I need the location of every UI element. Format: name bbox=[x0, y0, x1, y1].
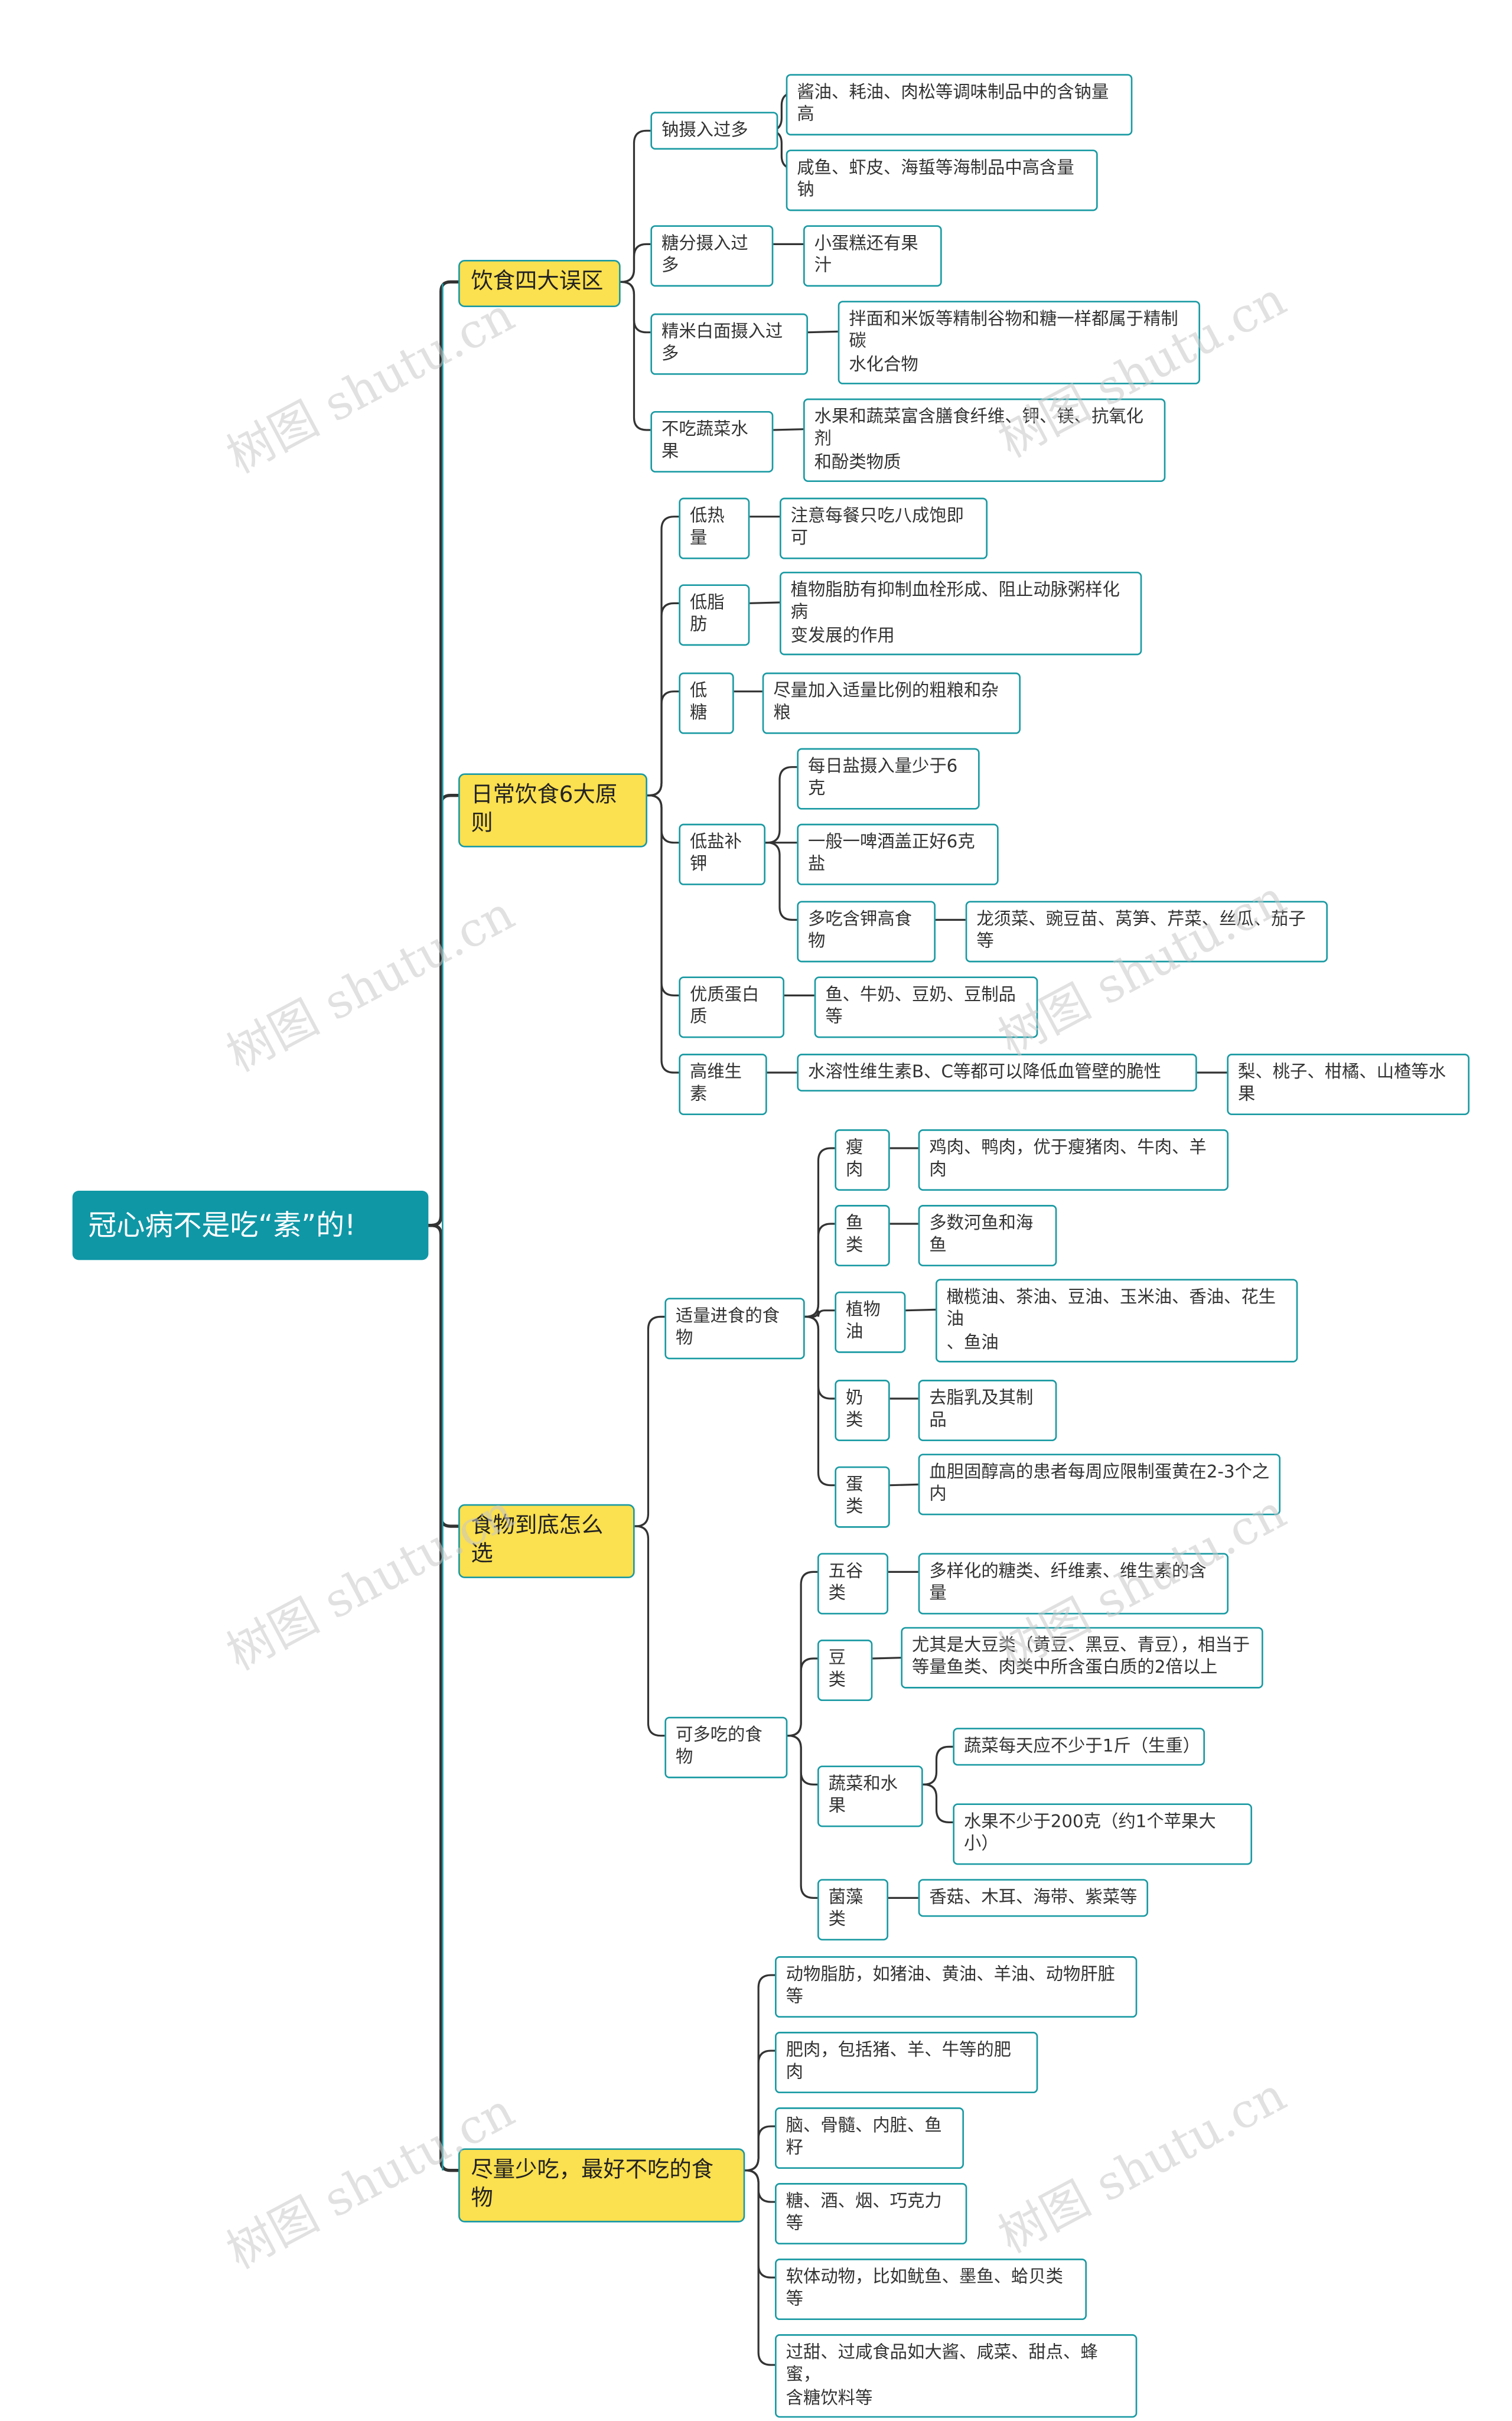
subtopic-b2c[interactable]: 低糖 bbox=[679, 672, 734, 734]
connector-b3b bbox=[634, 1525, 665, 1737]
connector-b1a bbox=[620, 129, 651, 283]
subtopic-b1a[interactable]: 钠摄入过多 bbox=[650, 112, 778, 151]
connector-b3a51 bbox=[889, 1483, 918, 1487]
subtopic-b2e[interactable]: 优质蛋白质 bbox=[679, 976, 785, 1038]
connector-b2a bbox=[647, 516, 679, 797]
connector-b2d bbox=[647, 794, 679, 844]
subtopic-b3a3[interactable]: 植物油 bbox=[835, 1291, 906, 1353]
subtopic-b3a4[interactable]: 奶类 bbox=[835, 1380, 890, 1441]
subtopic-b3b31[interactable]: 蔬菜每天应不少于1斤（生重） bbox=[953, 1728, 1205, 1767]
subtopic-b2e1[interactable]: 鱼、牛奶、豆奶、豆制品等 bbox=[814, 976, 1038, 1038]
subtopic-b3b2[interactable]: 豆类 bbox=[817, 1640, 873, 1700]
subtopic-b2f[interactable]: 高维生素 bbox=[679, 1054, 767, 1115]
subtopic-b2b[interactable]: 低脂肪 bbox=[679, 584, 750, 646]
subtopic-b2a1[interactable]: 注意每餐只吃八成饱即可 bbox=[780, 497, 988, 559]
subtopic-b4f[interactable]: 过甜、过咸食品如大酱、咸菜、甜点、蜂蜜， 含糖饮料等 bbox=[775, 2334, 1138, 2418]
subtopic-b3b32[interactable]: 水果不少于200克（约1个苹果大小） bbox=[953, 1803, 1253, 1865]
subtopic-b3a41[interactable]: 去脂乳及其制品 bbox=[918, 1380, 1057, 1441]
subtopic-b2a[interactable]: 低热量 bbox=[679, 497, 750, 559]
connector-b1c1 bbox=[807, 330, 838, 334]
subtopic-b4a[interactable]: 动物脂肪，如猪油、黄油、羊油、动物肝脏等 bbox=[775, 1956, 1138, 2017]
subtopic-b1b[interactable]: 糖分摄入过多 bbox=[650, 225, 774, 286]
branch-topic-b4[interactable]: 尽量少吃，最好不吃的食物 bbox=[458, 2148, 745, 2223]
subtopic-b3b41[interactable]: 香菇、木耳、海带、紫菜等 bbox=[918, 1879, 1149, 1918]
subtopic-b2f1[interactable]: 水溶性维生素B、C等都可以降低血管壁的脆性 bbox=[797, 1054, 1197, 1092]
subtopic-b2b1[interactable]: 植物脂肪有抑制血栓形成、阻止动脉粥样化病 变发展的作用 bbox=[780, 572, 1142, 656]
connector-b3a2 bbox=[804, 1223, 835, 1318]
subtopic-b4c[interactable]: 脑、骨髓、内脏、鱼籽 bbox=[775, 2107, 964, 2168]
connector-b3a1 bbox=[804, 1147, 835, 1318]
connector-b4c bbox=[745, 2125, 775, 2172]
connector-b2d3 bbox=[765, 842, 797, 921]
branch-topic-b3[interactable]: 食物到底怎么选 bbox=[458, 1504, 635, 1579]
subtopic-b2d[interactable]: 低盐补钾 bbox=[679, 823, 766, 885]
subtopic-b2d3[interactable]: 多吃含钾高食物 bbox=[797, 901, 936, 962]
subtopic-b4e[interactable]: 软体动物，比如鱿鱼、墨鱼、蛤贝类等 bbox=[775, 2259, 1087, 2319]
connector-b4f bbox=[745, 2169, 775, 2366]
subtopic-b3b1[interactable]: 五谷类 bbox=[817, 1553, 889, 1614]
connector-b4d bbox=[745, 2169, 775, 2203]
connector-b3a4 bbox=[804, 1315, 835, 1400]
connector-b3a3 bbox=[804, 1309, 835, 1318]
connector-b3a31 bbox=[905, 1308, 936, 1312]
subtopic-b4b[interactable]: 肥肉，包括猪、羊、牛等的肥肉 bbox=[775, 2032, 1038, 2093]
subtopic-b2f11[interactable]: 梨、桃子、柑橘、山楂等水果 bbox=[1227, 1054, 1470, 1115]
connector-b3b2 bbox=[787, 1657, 818, 1737]
subtopic-b2d1[interactable]: 每日盐摄入量少于6克 bbox=[797, 748, 980, 809]
subtopic-b3b3[interactable]: 蔬菜和水果 bbox=[817, 1765, 923, 1827]
connector-b3a bbox=[634, 1315, 665, 1527]
subtopic-b3a2[interactable]: 鱼类 bbox=[835, 1205, 890, 1266]
subtopic-b3b11[interactable]: 多样化的糖类、纤维素、维生素的含量 bbox=[918, 1553, 1229, 1614]
subtopic-b2c1[interactable]: 尽量加入适量比例的粗粮和杂粮 bbox=[762, 672, 1021, 734]
connector-b4 bbox=[428, 1224, 459, 2172]
subtopic-b1c1[interactable]: 拌面和米饭等精制谷物和糖一样都属于精制碳 水化合物 bbox=[838, 301, 1201, 385]
subtopic-b3a51[interactable]: 血胆固醇高的患者每周应限制蛋黄在2-3个之 内 bbox=[918, 1454, 1281, 1516]
connector-b4b bbox=[745, 2049, 775, 2172]
subtopic-b3a11[interactable]: 鸡肉、鸭肉，优于瘦猪肉、牛肉、羊肉 bbox=[918, 1129, 1229, 1190]
subtopic-b1c[interactable]: 精米白面摄入过多 bbox=[650, 313, 809, 374]
connector-b2c bbox=[647, 690, 679, 797]
subtopic-b1a2[interactable]: 咸鱼、虾皮、海蜇等海制品中高含量钠 bbox=[786, 149, 1098, 211]
connector-b3b32 bbox=[923, 1783, 953, 1823]
subtopic-b3a[interactable]: 适量进食的食物 bbox=[664, 1298, 805, 1359]
connector-b3b3 bbox=[787, 1735, 818, 1785]
connector-b1d bbox=[620, 281, 651, 431]
connector-b2e bbox=[647, 794, 679, 996]
connector-b3b31 bbox=[923, 1745, 953, 1785]
connector-b3b4 bbox=[787, 1735, 818, 1899]
branch-topic-b2[interactable]: 日常饮食6大原则 bbox=[458, 773, 648, 848]
connector-b2b bbox=[647, 602, 679, 797]
subtopic-b2d2[interactable]: 一般一啤酒盖正好6克盐 bbox=[797, 823, 999, 885]
connector-b4e bbox=[745, 2169, 775, 2279]
subtopic-b3a21[interactable]: 多数河鱼和海鱼 bbox=[918, 1205, 1057, 1266]
subtopic-b3a1[interactable]: 瘦肉 bbox=[835, 1129, 890, 1190]
connector-b1b bbox=[620, 243, 651, 283]
subtopic-b3a31[interactable]: 橄榄油、茶油、豆油、玉米油、香油、花生油 、鱼油 bbox=[936, 1279, 1298, 1363]
connector-b3b1 bbox=[787, 1570, 818, 1737]
connector-b2d1 bbox=[765, 766, 797, 844]
root-topic[interactable]: 冠心病不是吃“素”的! bbox=[72, 1191, 429, 1260]
connector-b2f bbox=[647, 794, 679, 1074]
subtopic-b3a5[interactable]: 蛋类 bbox=[835, 1466, 890, 1527]
subtopic-b3b4[interactable]: 菌藻类 bbox=[817, 1879, 889, 1940]
subtopic-b3b[interactable]: 可多吃的食物 bbox=[664, 1716, 788, 1778]
subtopic-b1b1[interactable]: 小蛋糕还有果汁 bbox=[803, 225, 942, 286]
subtopic-b1d1[interactable]: 水果和蔬菜富含膳食纤维、钾、镁、抗氧化剂 和酚类物质 bbox=[803, 398, 1166, 482]
branch-topic-b1[interactable]: 饮食四大误区 bbox=[458, 260, 621, 307]
subtopic-b4d[interactable]: 糖、酒、烟、巧克力等 bbox=[775, 2183, 967, 2244]
subtopic-b3b21[interactable]: 尤其是大豆类（黄豆、黑豆、青豆），相当于 等量鱼类、肉类中所含蛋白质的2倍以上 bbox=[901, 1627, 1263, 1689]
connector-b1d1 bbox=[773, 428, 804, 431]
connector-b2b1 bbox=[750, 601, 780, 604]
connector-b4a bbox=[745, 1974, 775, 2172]
subtopic-b1d[interactable]: 不吃蔬菜水果 bbox=[650, 411, 774, 472]
connector-b1c bbox=[620, 281, 651, 334]
subtopic-b1a1[interactable]: 酱油、耗油、肉松等调味制品中的含钠量高 bbox=[786, 74, 1133, 135]
subtopic-b2d31[interactable]: 龙须菜、豌豆苗、莴笋、芹菜、丝瓜、茄子等 bbox=[965, 901, 1328, 962]
connector-b3a5 bbox=[804, 1315, 835, 1487]
